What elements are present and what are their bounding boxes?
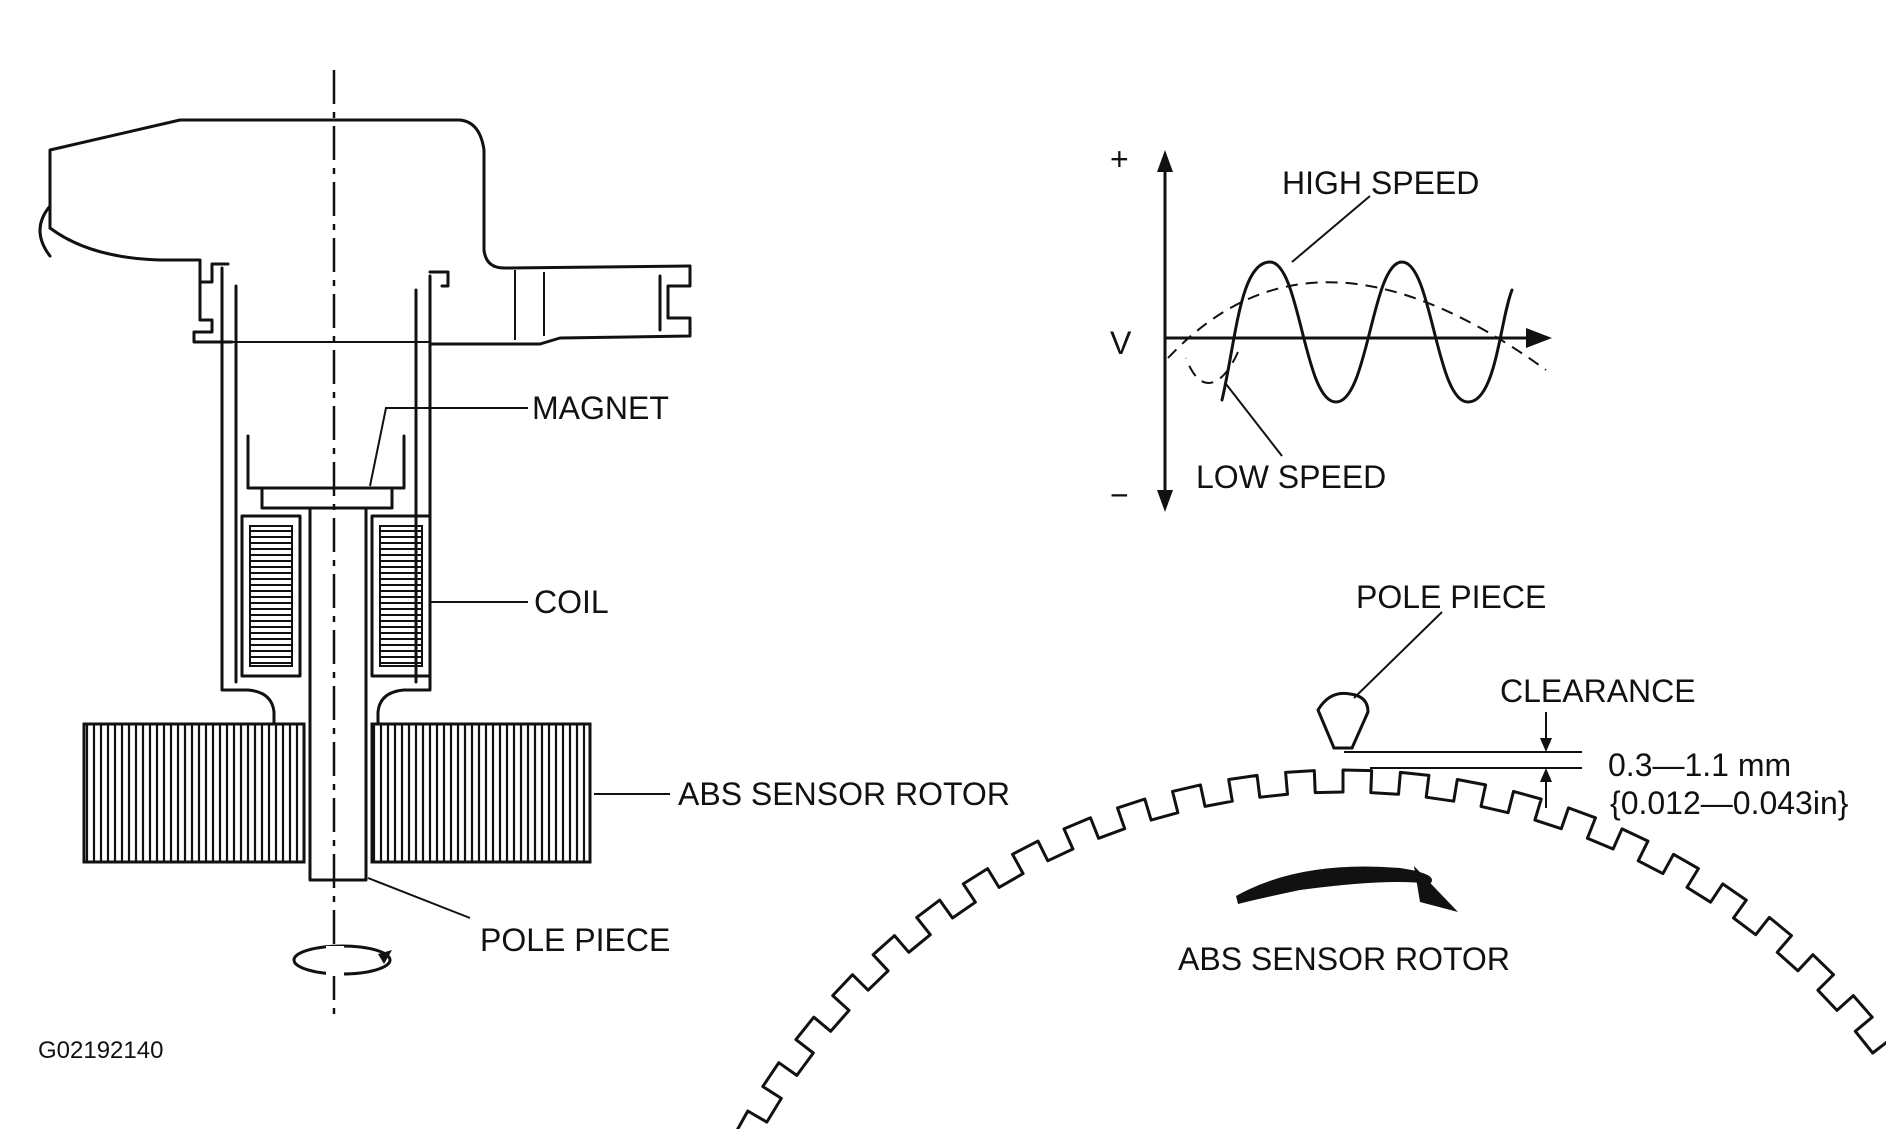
high-speed-waveform [1220, 260, 1514, 404]
leader-magnet [369, 407, 528, 487]
voltage-waveform-graph: + V − HIGH SPEED LOW SPEED [1110, 141, 1552, 513]
label-clearance-mm: 0.3—1.1 mm [1608, 747, 1791, 783]
label-clearance-in: {0.012—0.043in} [1610, 785, 1849, 821]
low-speed-waveform [1167, 281, 1547, 371]
label-voltage: V [1110, 325, 1132, 361]
mount-flange-right [428, 270, 450, 288]
leader-pole-piece-left [367, 877, 471, 919]
label-high-speed: HIGH SPEED [1282, 165, 1479, 201]
rotation-direction-arrow-icon [1236, 866, 1458, 912]
sensor-cross-section: MAGNET COIL ABS SENSOR ROTOR POLE PIECE [38, 70, 1010, 1020]
sensor-housing [220, 266, 276, 726]
rotor-clearance-detail: POLE PIECE CLEARANCE 0.3—1.1 mm {0.012—0… [736, 579, 1886, 1129]
leader-pole-piece-right [1353, 611, 1443, 699]
abs-sensor-rotor-teeth [736, 768, 1886, 1129]
label-low-speed: LOW SPEED [1196, 459, 1386, 495]
label-pole-piece-right: POLE PIECE [1356, 579, 1546, 615]
abs-sensor-rotor-block [82, 722, 592, 864]
rotation-arrow-icon [292, 944, 392, 976]
label-coil: COIL [534, 584, 609, 620]
label-magnet: MAGNET [532, 390, 669, 426]
cable-end [38, 204, 52, 258]
label-clearance: CLEARANCE [1500, 673, 1696, 709]
pole-piece-tip [1316, 691, 1370, 750]
magnet [260, 486, 394, 510]
label-abs-rotor-left: ABS SENSOR ROTOR [678, 776, 1010, 812]
label-abs-rotor-right: ABS SENSOR ROTOR [1178, 941, 1510, 977]
label-minus: − [1110, 477, 1129, 513]
leader-high-speed [1291, 195, 1371, 263]
coil-right [370, 514, 432, 678]
side-plug [428, 264, 692, 346]
leader-low-speed [1225, 383, 1283, 457]
pole-piece-shaft [308, 506, 368, 882]
figure-id: G02192140 [38, 1037, 163, 1064]
mount-flange-left [192, 262, 234, 344]
label-plus: + [1110, 141, 1129, 177]
label-pole-piece-left: POLE PIECE [480, 922, 670, 958]
sensor-connector-head [48, 118, 692, 270]
coil-left [240, 514, 302, 678]
